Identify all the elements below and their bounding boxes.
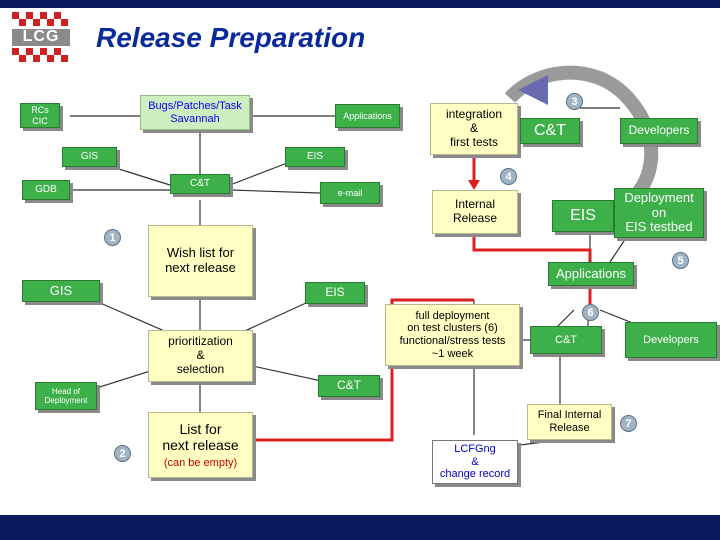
page-title: Release Preparation xyxy=(96,22,366,53)
footer-band xyxy=(0,515,720,540)
node-wish-list: Wish list for next release xyxy=(148,225,253,297)
node-prioritization: prioritization & selection xyxy=(148,330,253,382)
node-rcs-cic: RCs CIC xyxy=(20,103,60,128)
step-3: 3 xyxy=(566,93,583,110)
logo-text: LCG xyxy=(22,28,60,45)
node-internal-release: Internal Release xyxy=(432,190,518,234)
list-subtitle: (can be empty) xyxy=(163,456,238,469)
node-eis-top: EIS xyxy=(285,147,345,167)
step-1: 1 xyxy=(104,229,121,246)
node-final-release: Final Internal Release xyxy=(527,404,612,440)
node-ct-top: C&T xyxy=(520,118,580,144)
node-eis-right: EIS xyxy=(552,200,614,232)
node-applications-right: Applications xyxy=(548,262,634,286)
node-deployment-eis: Deployment on EIS testbed xyxy=(614,188,704,238)
node-integration: integration & first tests xyxy=(430,103,518,155)
node-developers-right: Developers xyxy=(625,322,717,358)
node-list-next-release: List for next release (can be empty) xyxy=(148,412,253,478)
node-gis-top: GIS xyxy=(62,147,117,167)
step-6: 6 xyxy=(582,304,599,321)
node-gis-mid: GIS xyxy=(22,280,100,302)
node-email: e-mail xyxy=(320,182,380,204)
list-title: List for next release xyxy=(162,420,239,453)
node-head-of-deployment: Head of Deployment xyxy=(35,382,97,410)
node-ct-bottom: C&T xyxy=(318,375,380,397)
step-7: 7 xyxy=(620,415,637,432)
node-ct-right: C&T xyxy=(530,326,602,354)
node-gdb: GDB xyxy=(22,180,70,200)
node-full-deployment: full deployment on test clusters (6) fun… xyxy=(385,304,520,366)
node-developers-top: Developers xyxy=(620,118,698,144)
step-2: 2 xyxy=(114,445,131,462)
lcg-logo: LCG xyxy=(8,8,76,66)
node-eis-mid: EIS xyxy=(305,282,365,304)
step-5: 5 xyxy=(672,252,689,269)
step-4: 4 xyxy=(500,168,517,185)
header-top-band xyxy=(0,0,720,8)
node-bugs-savannah: Bugs/Patches/Task Savannah xyxy=(140,95,250,130)
node-applications-top: Applications xyxy=(335,104,400,128)
node-lcfgng: LCFGng & change record xyxy=(432,440,518,484)
node-ct-left: C&T xyxy=(170,174,230,194)
